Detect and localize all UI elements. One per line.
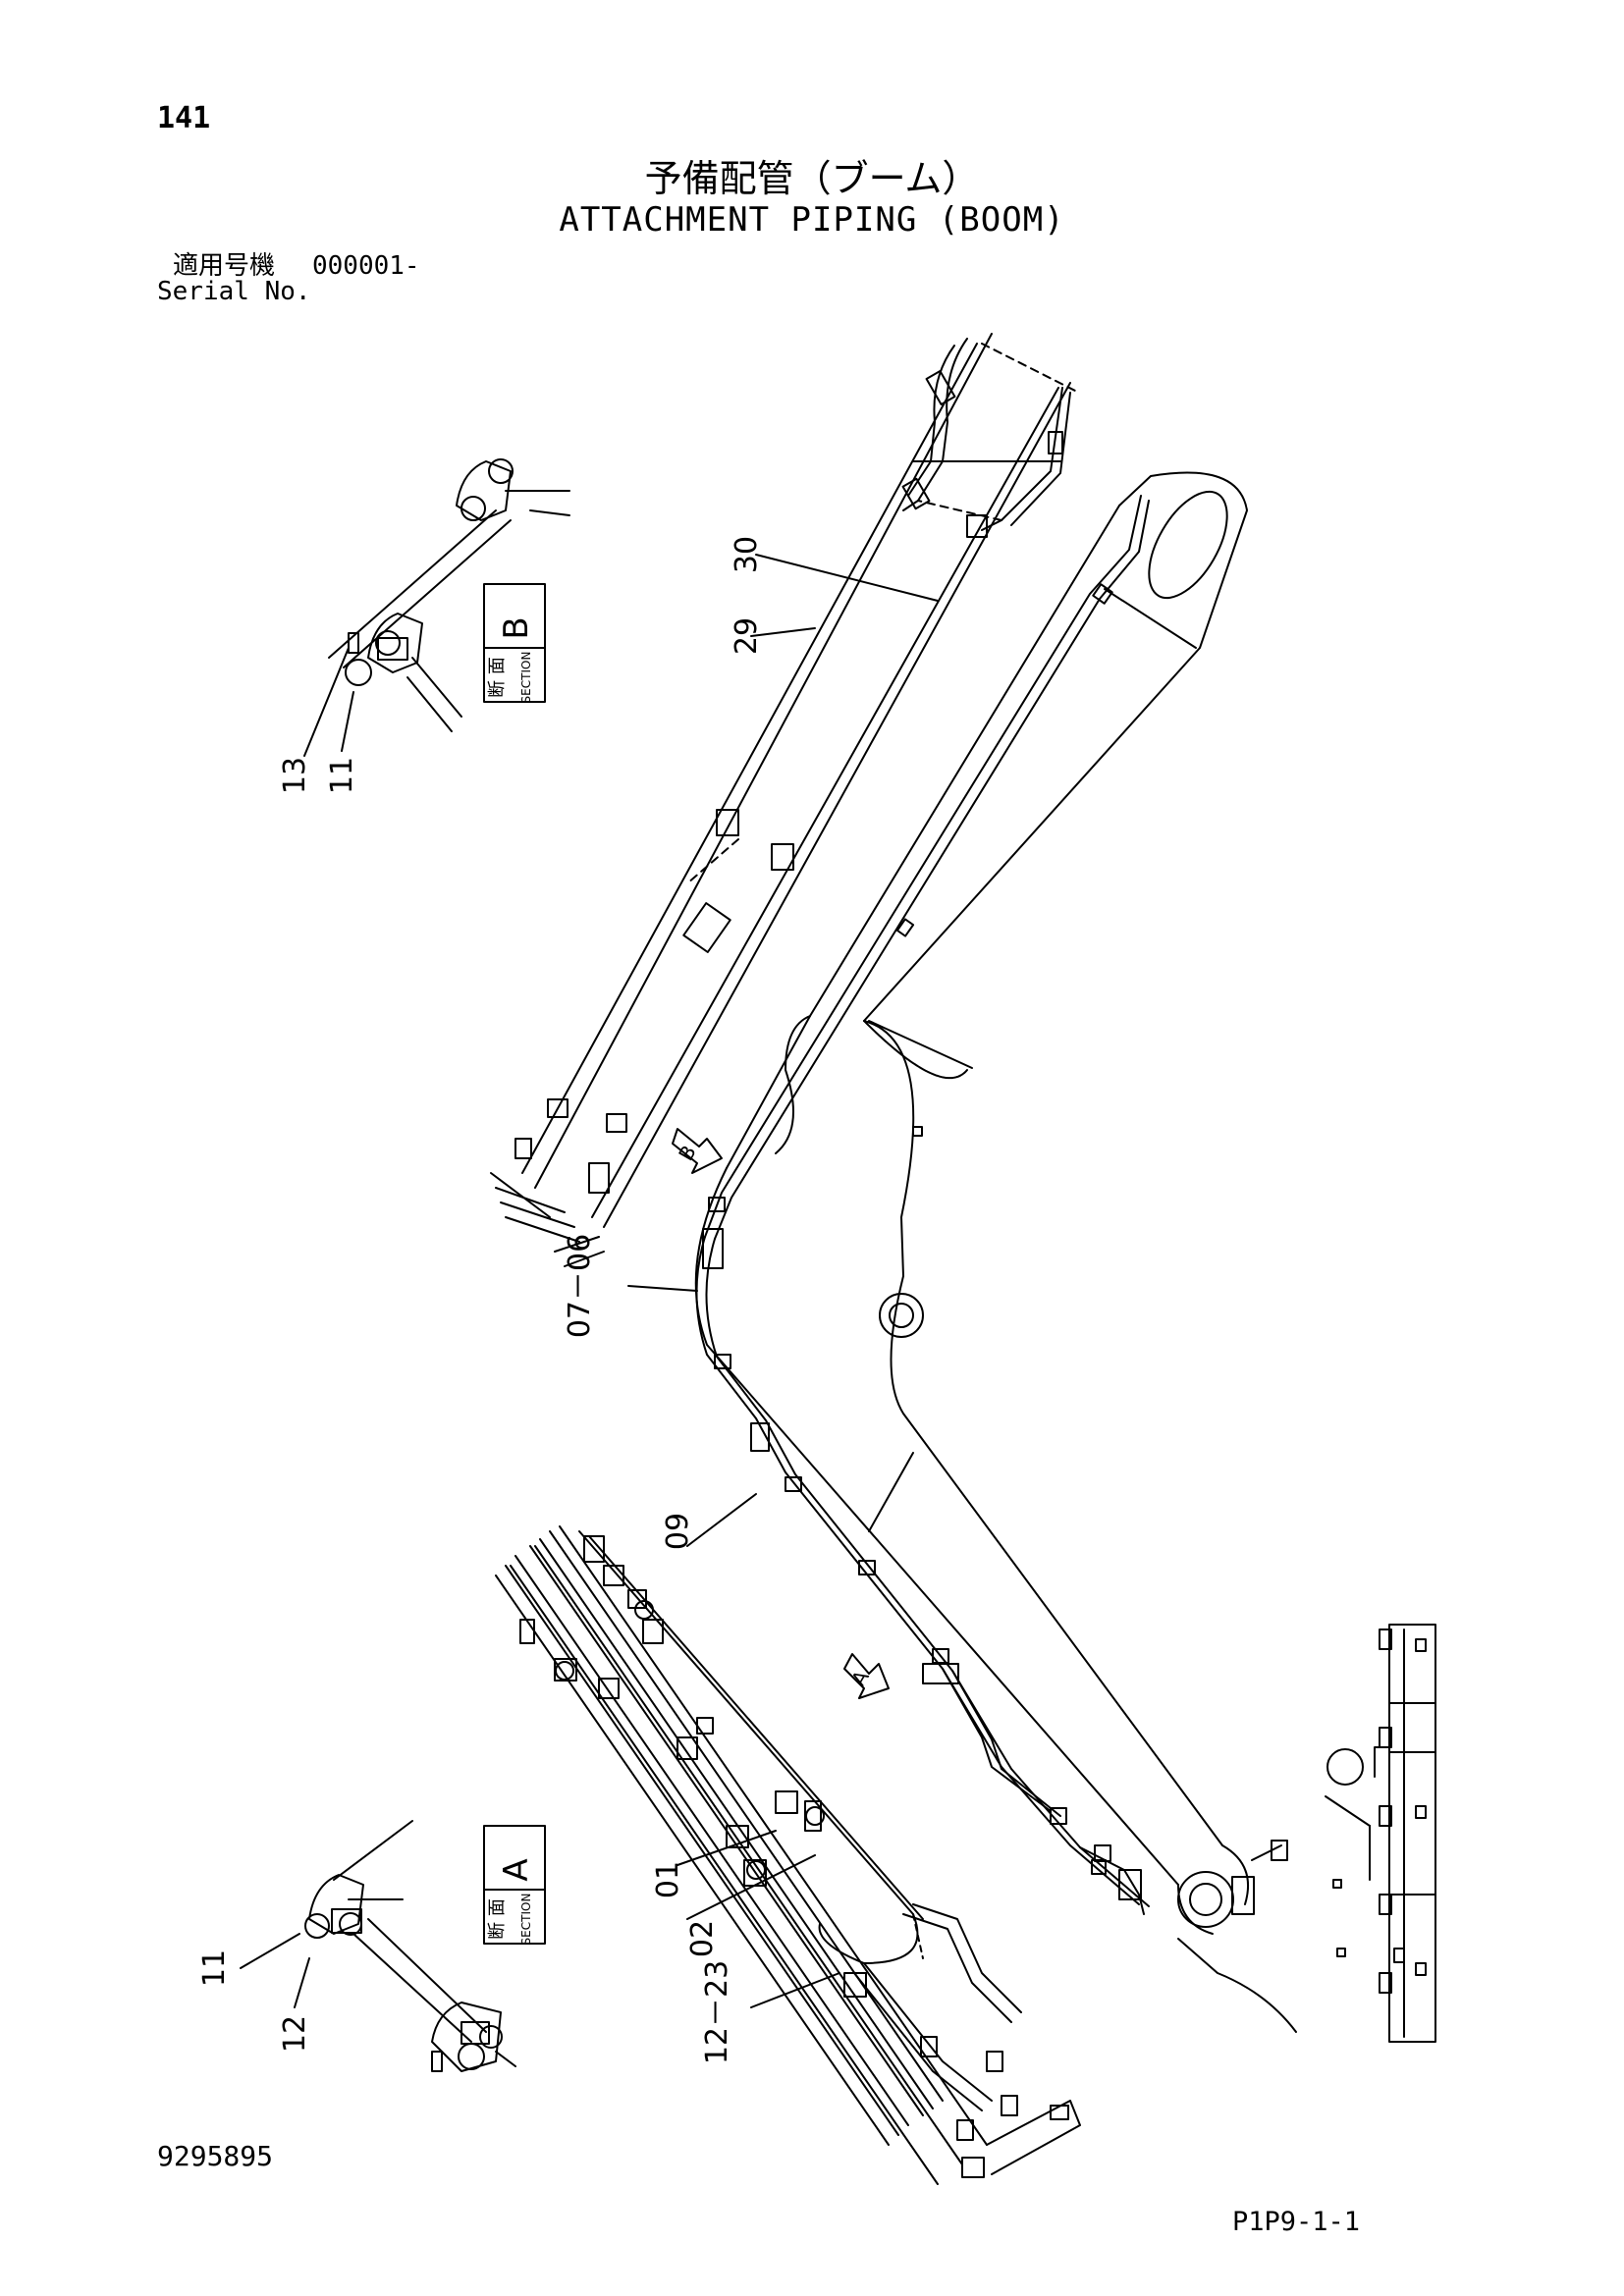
base-frame <box>1251 1624 1436 2043</box>
document-number: 9295895 <box>157 2140 274 2172</box>
part-label-12-23: 12－23 <box>700 1960 734 2064</box>
leader-lines <box>240 554 939 2008</box>
view-marker-a: A <box>846 1666 874 1689</box>
page-number: 141 <box>157 101 211 135</box>
serial-value: 000001- <box>312 251 420 281</box>
part-label-09: 09 <box>661 1513 695 1550</box>
section-a-letter: A <box>497 1858 536 1881</box>
view-arrows <box>672 1128 890 1699</box>
part-label-29: 29 <box>730 617 764 655</box>
title-english: ATTACHMENT PIPING (BOOM) <box>559 200 1065 240</box>
serial-label-english: Serial No. <box>157 277 311 306</box>
detail-b-view <box>490 333 1076 1267</box>
figure-code: P1P9-1-1 <box>1232 2207 1361 2237</box>
section-b-en: SECTION <box>519 652 533 704</box>
part-label-01: 01 <box>651 1861 685 1898</box>
section-b-detail <box>328 458 570 732</box>
section-b-jp: 断 面 <box>487 657 508 698</box>
section-a-en: SECTION <box>519 1894 533 1946</box>
part-label-30: 30 <box>730 536 764 573</box>
section-b-letter: B <box>497 616 536 639</box>
section-a-detail <box>304 1820 516 2072</box>
part-label-07-06: 07－06 <box>563 1234 597 1338</box>
serial-label-japanese: 適用号機 <box>173 251 276 281</box>
detail-a-view <box>495 1525 1081 2185</box>
part-label-11-top: 11 <box>325 757 359 794</box>
part-label-02: 02 <box>685 1920 720 1957</box>
part-label-11-bottom: 11 <box>197 1949 232 1987</box>
boom-pipe-upper <box>695 495 1150 1915</box>
boom-body <box>694 471 1346 2033</box>
section-boxes <box>483 583 546 1945</box>
section-a-jp: 断 面 <box>487 1898 508 1940</box>
part-label-12-bottom: 12 <box>278 2015 312 2053</box>
title-japanese: 予備配管（ブーム） <box>644 157 980 200</box>
part-label-13: 13 <box>278 757 312 794</box>
